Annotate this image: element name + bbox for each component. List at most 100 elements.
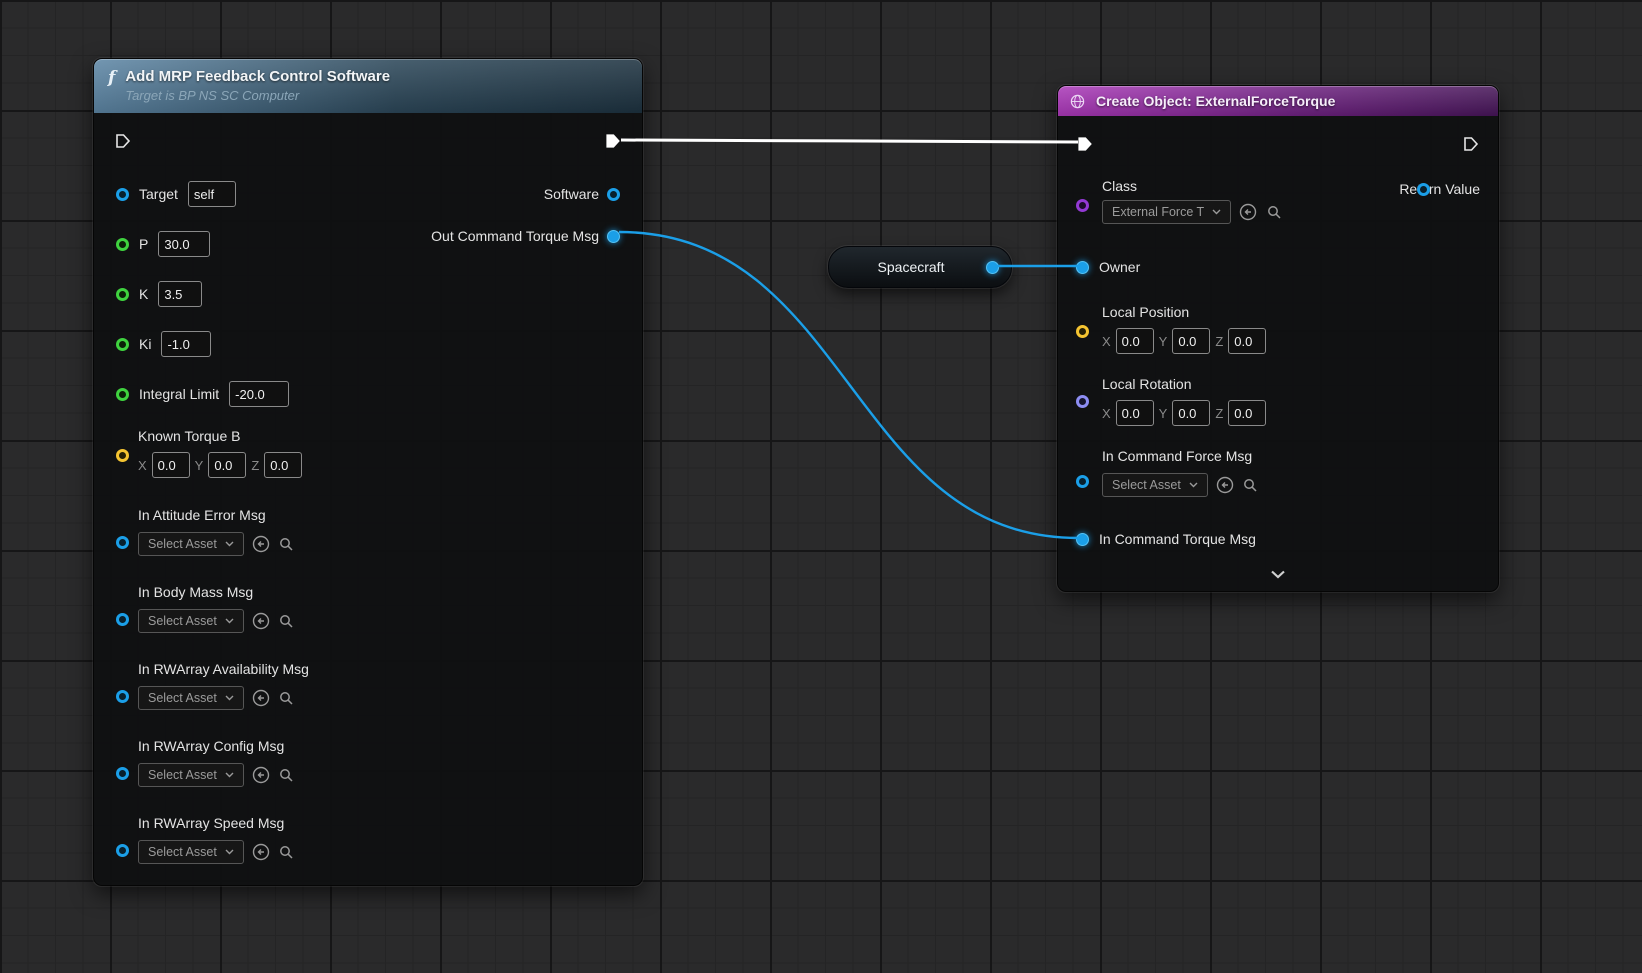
browse-asset-icon[interactable] (1242, 476, 1260, 494)
node-create-object-externalforcetorque[interactable]: Create Object: ExternalForceTorque Class… (1057, 85, 1499, 592)
axis-y-label: Y (1159, 406, 1168, 421)
use-asset-icon[interactable] (252, 766, 270, 784)
axis-z-label: Z (251, 458, 259, 473)
p-pin[interactable] (116, 238, 129, 251)
software-label: Software (544, 183, 599, 205)
known-torque-b-x-input[interactable] (152, 452, 190, 478)
exec-wire[interactable] (621, 140, 1078, 142)
browse-asset-icon[interactable] (1265, 203, 1283, 221)
in-rwarray-speed-msg-pin[interactable] (116, 844, 129, 857)
local-position-pin[interactable] (1076, 325, 1089, 338)
chevron-down-icon (225, 618, 234, 624)
target-pin[interactable] (116, 188, 129, 201)
exec-output-pin[interactable] (604, 132, 622, 150)
known-torque-b-pin[interactable] (116, 449, 129, 462)
in-command-force-msg-pin[interactable] (1076, 475, 1089, 488)
software-output-pin[interactable] (607, 188, 620, 201)
exec-output-pin[interactable] (1462, 135, 1480, 153)
in-command-torque-msg-pin[interactable] (1076, 533, 1089, 546)
select-asset-dropdown[interactable]: Select Asset (1102, 473, 1208, 497)
integral-limit-label: Integral Limit (139, 383, 219, 405)
use-asset-icon[interactable] (252, 689, 270, 707)
row-known-torque-b: Known Torque B X Y Z (94, 419, 642, 496)
target-value-input[interactable] (188, 181, 236, 207)
node-header[interactable]: Create Object: ExternalForceTorque (1058, 86, 1498, 116)
browse-asset-icon[interactable] (278, 612, 296, 630)
spacecraft-output-pin[interactable] (986, 261, 999, 274)
expand-pins-chevron-icon[interactable] (1267, 565, 1289, 583)
in-command-force-msg-label: In Command Force Msg (1102, 445, 1498, 467)
chevron-down-icon (225, 695, 234, 701)
row-local-position: Local Position X Y Z (1058, 293, 1498, 369)
in-body-mass-msg-pin[interactable] (116, 613, 129, 626)
p-label: P (139, 233, 148, 255)
use-asset-icon[interactable] (1216, 476, 1234, 494)
chevron-down-icon (225, 772, 234, 778)
node-header[interactable]: f Add MRP Feedback Control Software Targ… (94, 59, 642, 113)
local-rotation-label: Local Rotation (1102, 373, 1498, 395)
local-position-y-input[interactable] (1172, 328, 1210, 354)
return-value-pin[interactable] (1417, 183, 1430, 196)
axis-z-label: Z (1215, 334, 1223, 349)
exec-input-pin[interactable] (114, 132, 132, 150)
integral-limit-pin[interactable] (116, 388, 129, 401)
use-asset-icon[interactable] (252, 535, 270, 553)
p-value-input[interactable] (158, 231, 210, 257)
owner-pin[interactable] (1076, 261, 1089, 274)
owner-label: Owner (1099, 256, 1140, 278)
local-position-x-input[interactable] (1116, 328, 1154, 354)
class-pin[interactable] (1076, 199, 1089, 212)
axis-y-label: Y (195, 458, 204, 473)
target-label: Target (139, 183, 178, 205)
chevron-down-icon (1212, 209, 1221, 215)
node-spacecraft-variable[interactable]: Spacecraft (828, 246, 1012, 288)
select-asset-dropdown[interactable]: Select Asset (138, 686, 244, 710)
select-asset-dropdown[interactable]: Select Asset (138, 609, 244, 633)
ki-label: Ki (139, 333, 151, 355)
row-in-body-mass-msg: In Body Mass Msg Select Asset (94, 573, 642, 650)
browse-asset-icon[interactable] (278, 843, 296, 861)
known-torque-b-z-input[interactable] (264, 452, 302, 478)
node-subtitle: Target is BP NS SC Computer (125, 87, 390, 104)
axis-z-label: Z (1215, 406, 1223, 421)
row-p-outtorque: P Out Command Torque Msg (94, 219, 642, 269)
node-title: Add MRP Feedback Control Software (125, 67, 390, 87)
k-pin[interactable] (116, 288, 129, 301)
select-asset-text: Select Asset (148, 614, 217, 628)
known-torque-b-y-input[interactable] (208, 452, 246, 478)
class-dropdown[interactable]: External Force T (1102, 200, 1231, 224)
in-command-torque-msg-label: In Command Torque Msg (1099, 528, 1256, 550)
local-rotation-x-input[interactable] (1116, 400, 1154, 426)
in-rwarray-config-msg-pin[interactable] (116, 767, 129, 780)
select-asset-dropdown[interactable]: Select Asset (138, 763, 244, 787)
row-in-attitude-error-msg: In Attitude Error Msg Select Asset (94, 496, 642, 573)
local-rotation-pin[interactable] (1076, 395, 1089, 408)
use-asset-icon[interactable] (252, 843, 270, 861)
exec-input-pin[interactable] (1076, 135, 1094, 153)
ki-pin[interactable] (116, 338, 129, 351)
browse-asset-icon[interactable] (278, 535, 296, 553)
use-asset-icon[interactable] (1239, 203, 1257, 221)
local-position-label: Local Position (1102, 301, 1498, 323)
out-command-torque-msg-pin[interactable] (607, 230, 620, 243)
node-add-mrp-feedback-control-software[interactable]: f Add MRP Feedback Control Software Targ… (93, 58, 643, 886)
local-rotation-y-input[interactable] (1172, 400, 1210, 426)
function-icon: f (108, 68, 115, 88)
in-rwarray-availability-msg-pin[interactable] (116, 690, 129, 703)
in-attitude-error-msg-label: In Attitude Error Msg (138, 504, 642, 526)
browse-asset-icon[interactable] (278, 766, 296, 784)
integral-limit-value-input[interactable] (229, 381, 289, 407)
local-rotation-z-input[interactable] (1228, 400, 1266, 426)
select-asset-dropdown[interactable]: Select Asset (138, 532, 244, 556)
use-asset-icon[interactable] (252, 612, 270, 630)
axis-x-label: X (138, 458, 147, 473)
browse-asset-icon[interactable] (278, 689, 296, 707)
ki-value-input[interactable] (161, 331, 211, 357)
select-asset-dropdown[interactable]: Select Asset (138, 840, 244, 864)
k-value-input[interactable] (158, 281, 202, 307)
row-local-rotation: Local Rotation X Y Z (1058, 369, 1498, 437)
chevron-down-icon (225, 849, 234, 855)
local-position-z-input[interactable] (1228, 328, 1266, 354)
in-attitude-error-msg-pin[interactable] (116, 536, 129, 549)
